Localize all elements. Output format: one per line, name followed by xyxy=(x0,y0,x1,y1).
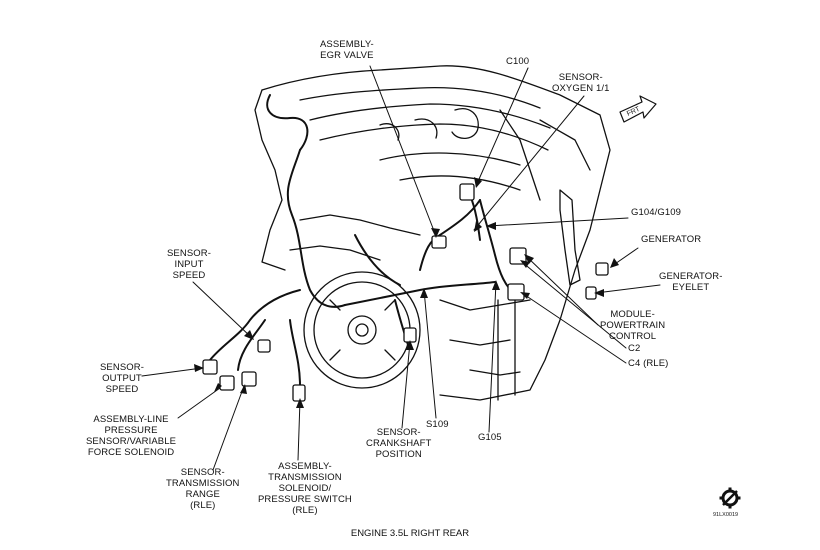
connector-crankshaft xyxy=(403,327,417,343)
gear-symbol-icon xyxy=(719,487,741,509)
arrowheads xyxy=(194,177,619,408)
connector-generator xyxy=(595,262,609,276)
label-input-speed-sensor: SENSOR- INPUT SPEED xyxy=(167,248,211,281)
label-c100: C100 xyxy=(506,56,530,67)
connector-trans-range xyxy=(241,371,257,387)
wiring-harness xyxy=(209,94,516,386)
connector-c4 xyxy=(507,283,525,301)
connector-input-speed xyxy=(257,339,271,353)
label-c2: C2 xyxy=(628,343,641,354)
label-generator: GENERATOR xyxy=(641,234,702,245)
label-s109: S109 xyxy=(426,419,449,430)
callout-leaders xyxy=(141,65,661,471)
label-c4-rle: C4 (RLE) xyxy=(628,358,669,369)
label-egr-valve: ASSEMBLY- EGR VALVE xyxy=(320,39,374,61)
connector-trans-solenoid xyxy=(292,384,306,402)
label-transmission-range-sensor: SENSOR- TRANSMISSION RANGE (RLE) xyxy=(166,467,240,511)
label-transmission-solenoid: ASSEMBLY- TRANSMISSION SOLENOID/ PRESSUR… xyxy=(258,461,352,516)
label-crankshaft-sensor: SENSOR- CRANKSHAFT POSITION xyxy=(366,427,432,460)
label-g104-g109: G104/G109 xyxy=(631,207,682,218)
connector-c100 xyxy=(459,183,475,201)
diagram-caption: ENGINE 3.5L RIGHT REAR xyxy=(350,528,470,539)
label-g105: G105 xyxy=(478,432,502,443)
connector-line-pressure xyxy=(219,375,235,391)
label-powertrain-control-module: MODULE- POWERTRAIN CONTROL xyxy=(600,309,666,342)
figure-id: 91LX0019 xyxy=(713,512,739,518)
engine-outline xyxy=(254,65,611,401)
label-generator-eyelet: GENERATOR- EYELET xyxy=(659,271,723,293)
label-oxygen-sensor: SENSOR- OXYGEN 1/1 xyxy=(552,72,610,94)
connector-output-speed xyxy=(202,359,218,375)
label-output-speed-sensor: SENSOR- OUTPUT SPEED xyxy=(100,362,144,395)
connector-egr xyxy=(431,235,447,249)
label-line-pressure-sensor: ASSEMBLY-LINE PRESSURE SENSOR/VARIABLE F… xyxy=(86,414,177,458)
front-direction-arrow-icon xyxy=(619,95,657,123)
connectors xyxy=(202,183,609,402)
